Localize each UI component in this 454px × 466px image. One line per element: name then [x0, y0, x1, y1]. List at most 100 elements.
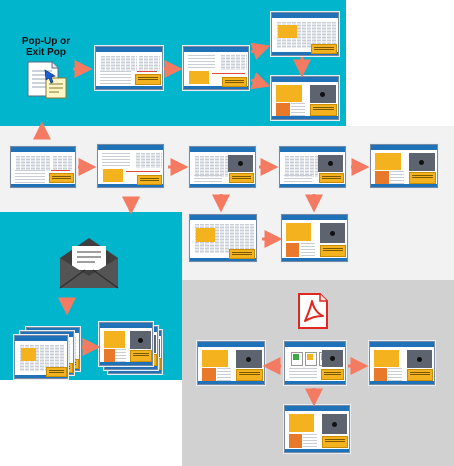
bar-mark	[272, 77, 338, 82]
page-pdf-offer-left	[197, 341, 265, 385]
bar-mark	[96, 47, 162, 52]
lines-mark	[217, 367, 232, 381]
badge-mark	[236, 369, 263, 381]
bar-mark	[198, 342, 264, 347]
badge-mark	[406, 369, 433, 381]
pdf-icon	[296, 292, 330, 330]
page-main-video-2	[279, 146, 346, 188]
bar2-mark	[105, 366, 157, 369]
bar2-mark	[198, 381, 264, 384]
yblock-mark	[289, 414, 315, 433]
yblock-mark	[286, 223, 312, 242]
video-mark	[227, 155, 253, 172]
bar2-mark	[272, 116, 338, 119]
grid-mark	[51, 156, 74, 171]
sq-mark	[307, 354, 313, 360]
badge-mark	[136, 174, 162, 185]
page-email-stack-1	[14, 335, 68, 379]
page-branch-table	[189, 214, 257, 262]
oblock-mark	[104, 348, 115, 362]
page-pdf-chooser	[284, 341, 346, 385]
yblock-mark	[103, 169, 124, 183]
bar-mark	[190, 147, 255, 152]
bar-mark	[15, 336, 67, 341]
bar2-mark	[282, 258, 347, 261]
redln-mark	[211, 73, 245, 75]
page-main-video	[189, 146, 256, 188]
page-pdf-offer-bottom	[284, 405, 350, 453]
video-mark	[317, 155, 343, 172]
video-mark	[322, 350, 344, 367]
bar-mark	[272, 13, 338, 18]
badge-mark	[311, 43, 337, 54]
badge-mark	[135, 74, 161, 86]
lines-mark	[390, 170, 405, 184]
oblock-mark	[286, 242, 300, 258]
lines-mark	[188, 55, 215, 71]
bar2-mark	[370, 381, 434, 384]
redln-mark	[126, 171, 160, 173]
video-mark	[409, 153, 435, 172]
yblock-mark	[196, 228, 216, 242]
badge-mark	[222, 76, 247, 87]
document-popup-icon	[24, 58, 70, 100]
video-mark	[321, 414, 348, 435]
bar-mark	[282, 215, 347, 220]
oblock-mark	[276, 102, 290, 116]
badge-mark	[321, 435, 348, 449]
grid-mark	[15, 156, 52, 171]
oblock-mark	[289, 433, 303, 449]
bar2-mark	[109, 370, 161, 373]
page-branch-offer	[281, 214, 348, 262]
lines-mark	[303, 433, 318, 449]
bar2-mark	[96, 86, 162, 89]
lines-mark	[300, 242, 315, 258]
page-email-offer-stack-1	[99, 322, 153, 366]
badge-mark	[318, 173, 344, 184]
bar2-mark	[190, 184, 255, 187]
lines-mark	[15, 170, 46, 183]
badge-mark	[310, 104, 337, 116]
video-mark	[310, 85, 336, 104]
bar2-mark	[98, 184, 163, 187]
badge-mark	[229, 248, 255, 260]
yblock-mark	[278, 25, 298, 38]
grid-mark	[220, 55, 247, 71]
bar2-mark	[272, 52, 338, 55]
arrow-popup-3	[250, 42, 271, 60]
grid-mark	[100, 56, 138, 72]
badge-mark	[228, 173, 254, 184]
oblock-mark	[202, 367, 216, 381]
sq-mark	[293, 354, 299, 360]
grid-mark	[134, 153, 162, 169]
redln-mark	[136, 71, 158, 73]
bar-mark	[285, 342, 345, 347]
bar-mark	[27, 328, 79, 333]
bar-mark	[11, 147, 75, 152]
page-popup-offer	[271, 76, 339, 120]
bar2-mark	[285, 449, 349, 452]
video-mark	[130, 331, 151, 350]
bar2-mark	[285, 381, 345, 384]
page-pdf-offer-right	[369, 341, 435, 385]
bar-mark	[370, 342, 434, 347]
page-popup-form	[183, 46, 249, 90]
bar-mark	[280, 147, 345, 152]
lines-mark	[291, 102, 306, 116]
page-main-landing	[10, 146, 76, 188]
grid-mark	[284, 156, 318, 177]
video-mark	[319, 223, 345, 244]
bar2-mark	[280, 184, 345, 187]
bar2-mark	[184, 86, 248, 89]
bar-mark	[371, 145, 437, 150]
lines-mark	[284, 174, 312, 184]
yblock-mark	[276, 85, 302, 102]
grid-mark	[138, 56, 160, 72]
oblock-mark	[374, 367, 388, 381]
bar-mark	[98, 145, 163, 150]
redln-mark	[50, 170, 71, 172]
bar-mark	[285, 406, 349, 411]
oblock-mark	[375, 170, 389, 184]
lines-mark	[194, 174, 222, 184]
